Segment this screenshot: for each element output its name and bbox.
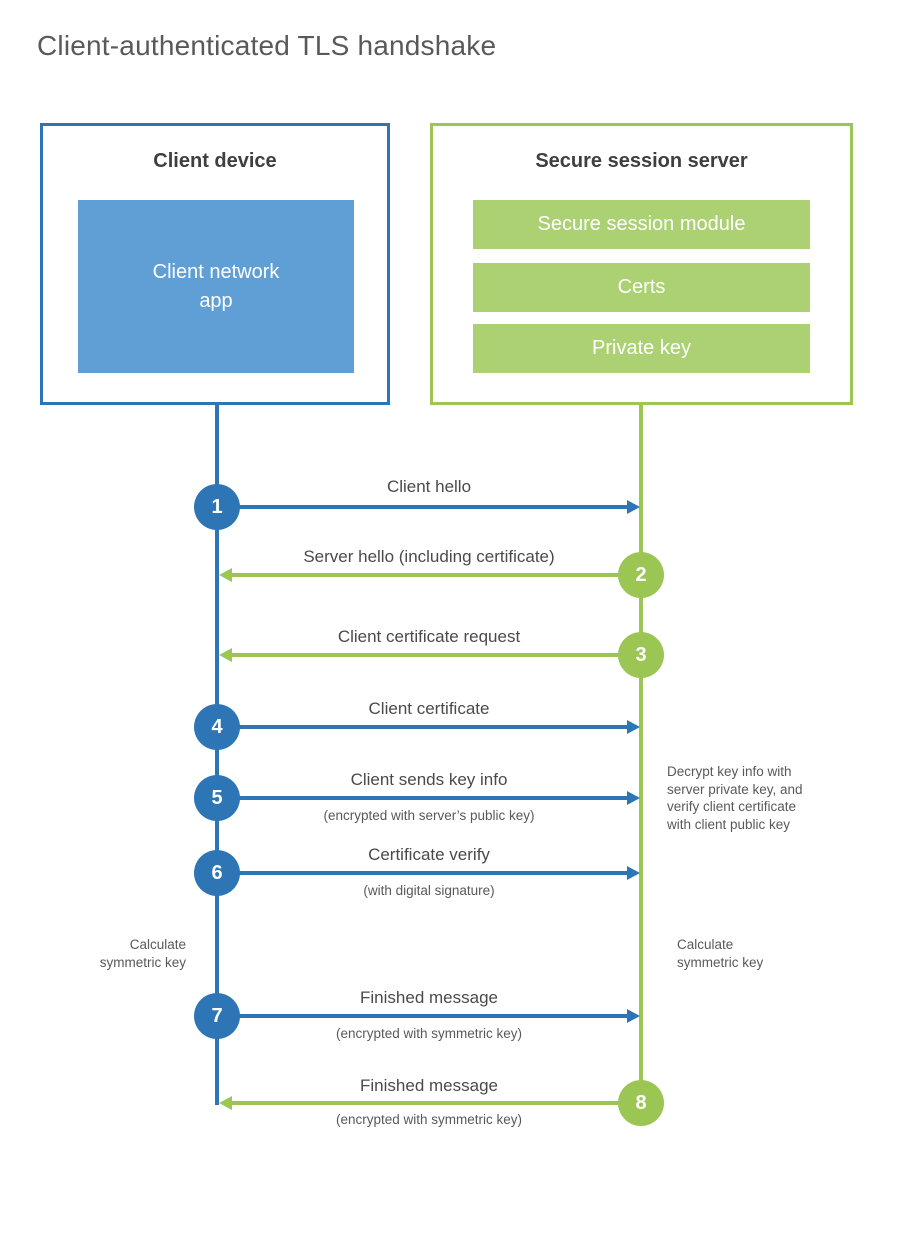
server-module-private-key: Private key	[473, 324, 810, 373]
arrow-line	[238, 505, 628, 509]
message-label: Client certificate	[368, 699, 490, 718]
arrow-head-right-icon	[627, 791, 640, 805]
message-label: Certificate verify	[368, 845, 490, 864]
step-circle-1: 1	[194, 484, 240, 530]
arrow-line	[238, 871, 628, 875]
message-label: Finished message	[360, 1076, 498, 1095]
arrow-line	[238, 1014, 628, 1018]
client-lifeline	[215, 402, 219, 1105]
arrow-line	[231, 653, 618, 657]
step-circle-7: 7	[194, 993, 240, 1039]
step-circle-6: 6	[194, 850, 240, 896]
arrow-line	[231, 1101, 618, 1105]
arrow-head-right-icon	[627, 1009, 640, 1023]
server-lifeline	[639, 402, 643, 1103]
arrow-line	[238, 796, 628, 800]
message-sublabel: (encrypted with symmetric key)	[335, 1026, 523, 1041]
message-label: Server hello (including certificate)	[303, 547, 555, 566]
secure-session-server-box: Secure session server Secure session mod…	[430, 123, 853, 405]
arrow-head-left-icon	[219, 568, 232, 582]
server-module-certs: Certs	[473, 263, 810, 312]
calculate-symmetric-key-note-server: Calculate symmetric key	[677, 937, 764, 970]
arrow-line	[231, 573, 618, 577]
arrow-head-right-icon	[627, 720, 640, 734]
client-network-app-box: Client network app	[78, 200, 354, 373]
step-circle-5: 5	[194, 775, 240, 821]
message-label: Client hello	[386, 477, 472, 496]
step-circle-8: 8	[618, 1080, 664, 1126]
step-circle-4: 4	[194, 704, 240, 750]
arrow-line	[238, 725, 628, 729]
decrypt-key-note: Decrypt key info with server private key…	[667, 764, 803, 832]
arrow-head-left-icon	[219, 648, 232, 662]
message-sublabel: (with digital signature)	[363, 883, 495, 898]
page-title: Client-authenticated TLS handshake	[37, 30, 497, 61]
arrow-head-right-icon	[627, 500, 640, 514]
server-module-secure-session: Secure session module	[473, 200, 810, 249]
arrow-head-left-icon	[219, 1096, 232, 1110]
step-circle-3: 3	[618, 632, 664, 678]
message-label: Client certificate request	[337, 627, 521, 646]
step-circle-2: 2	[618, 552, 664, 598]
client-device-box: Client device Client network app	[40, 123, 390, 405]
calculate-symmetric-key-note-client: Calculate symmetric key	[99, 937, 186, 970]
arrow-head-right-icon	[627, 866, 640, 880]
client-device-title: Client device	[153, 150, 277, 172]
message-label: Client sends key info	[350, 770, 508, 789]
message-sublabel: (encrypted with symmetric key)	[335, 1112, 523, 1127]
secure-session-server-title: Secure session server	[535, 150, 748, 172]
message-sublabel: (encrypted with server’s public key)	[323, 808, 535, 823]
message-label: Finished message	[360, 988, 498, 1007]
